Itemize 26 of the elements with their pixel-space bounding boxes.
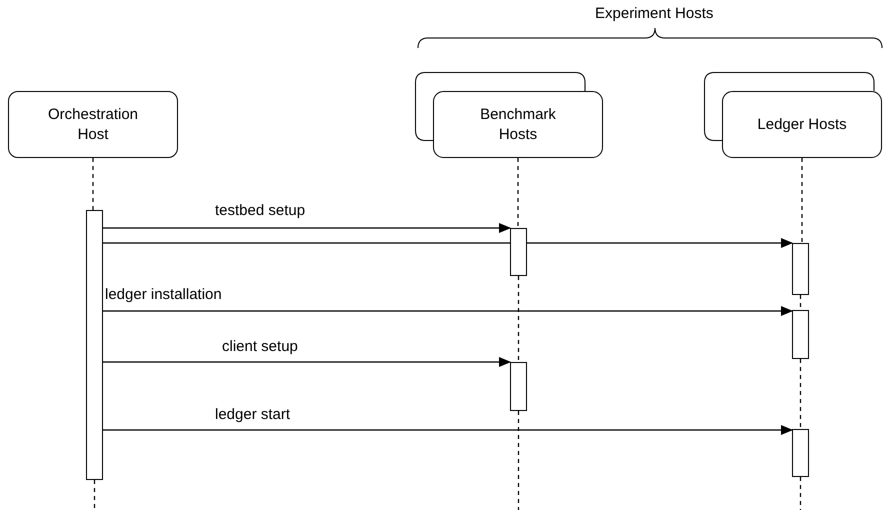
activation-bar xyxy=(792,243,809,295)
message-arrow xyxy=(103,306,793,316)
activation-bar xyxy=(86,210,103,480)
edge-label: ledger installation xyxy=(105,287,222,303)
lifeline xyxy=(518,276,520,362)
activation-bar xyxy=(792,310,809,359)
message-arrow xyxy=(103,357,511,367)
edge-label: testbed setup xyxy=(215,203,306,219)
message-arrow xyxy=(103,223,511,233)
lifeline xyxy=(518,411,520,510)
edge-label: ledger start xyxy=(215,407,290,423)
lifeline xyxy=(92,158,94,210)
lifeline xyxy=(800,295,802,310)
edge-label: client setup xyxy=(222,339,298,355)
activation-bar xyxy=(510,362,527,411)
group-label: Experiment Hosts xyxy=(595,6,714,22)
participant-box: Orchestration Host xyxy=(8,91,178,158)
lifeline xyxy=(94,480,96,510)
lifeline xyxy=(801,158,803,243)
lifeline xyxy=(800,477,802,510)
activation-bar xyxy=(510,228,527,276)
message-arrow xyxy=(527,238,793,248)
lifeline xyxy=(517,158,519,228)
message-arrow xyxy=(103,425,793,435)
activation-bar xyxy=(792,429,809,477)
lifeline xyxy=(800,359,802,429)
